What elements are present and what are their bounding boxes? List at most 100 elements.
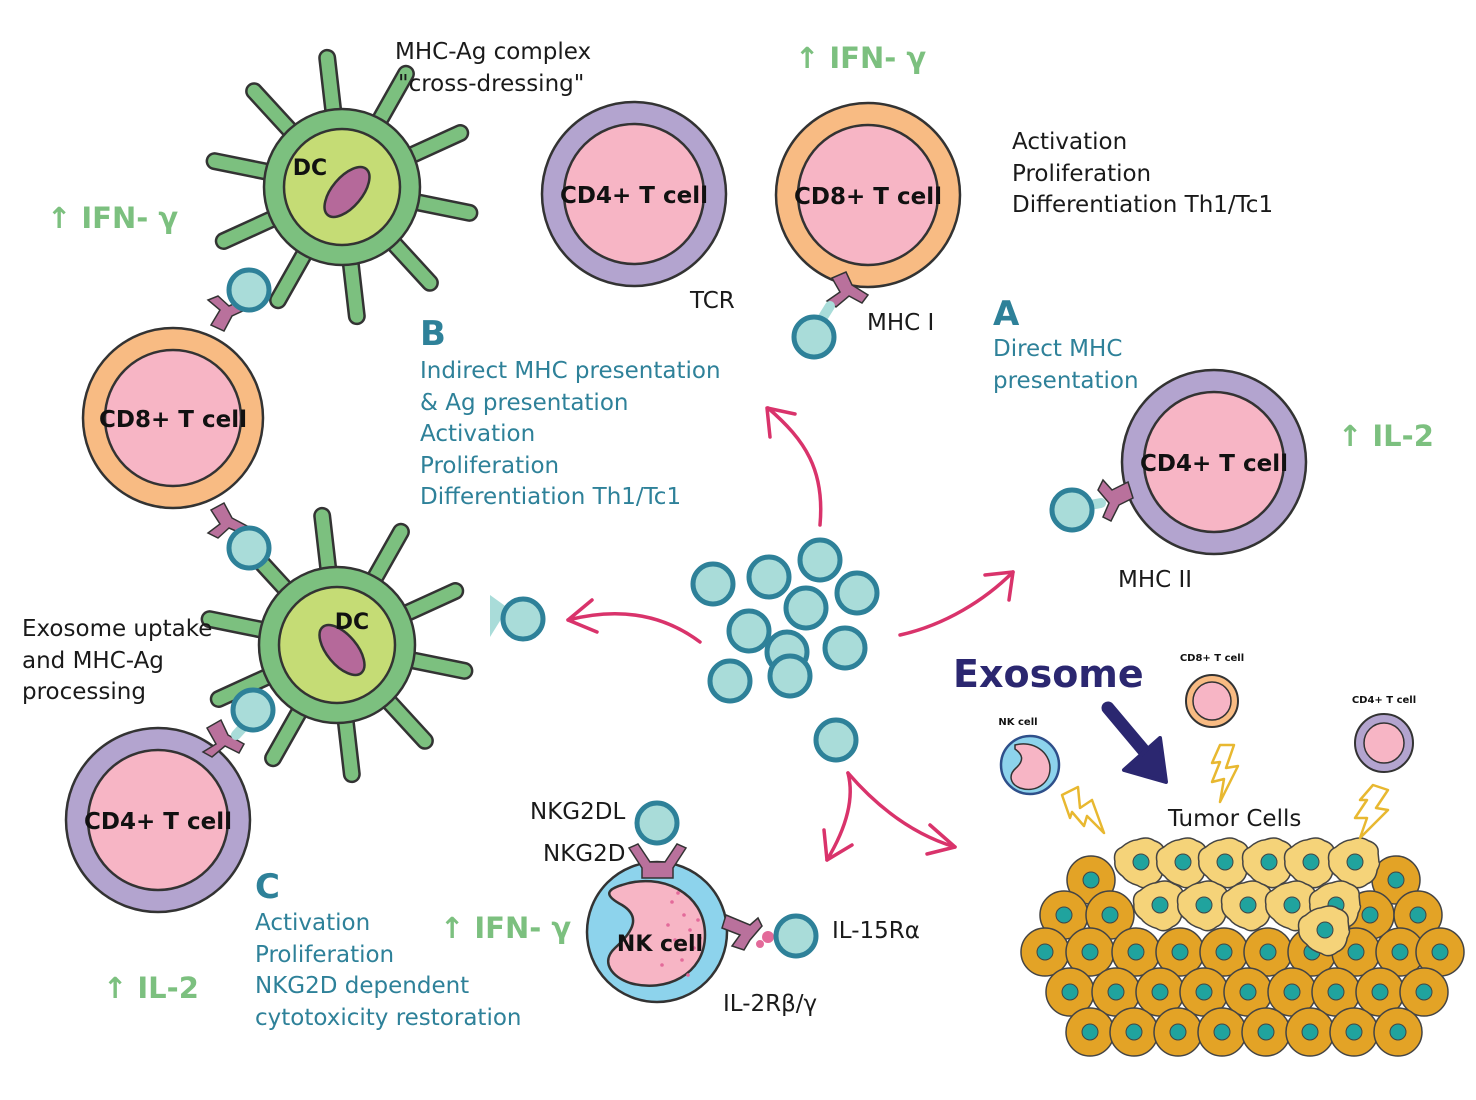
effect-line: Proliferation	[1012, 160, 1152, 187]
exosome	[797, 537, 843, 583]
exosome-title: Exosome	[953, 652, 1144, 696]
section-b-line: Proliferation	[420, 452, 560, 479]
section-c-text: Activation Proliferation NKG2D dependent…	[255, 908, 522, 1034]
section-b-letter: B	[420, 314, 446, 354]
arrowhead-left	[566, 598, 599, 634]
section-b-text: Indirect MHC presentation & Ag presentat…	[420, 356, 721, 514]
cd8-t-cell-small: CD8+ T cell	[1180, 653, 1244, 728]
mhc-i-label: MHC I	[867, 310, 935, 336]
ifn-gamma-nk: ↑ IFN- γ	[440, 911, 572, 945]
arrow-to-t-cells-top	[766, 406, 823, 527]
exosome	[813, 717, 859, 763]
tcr-label: TCR	[690, 288, 735, 314]
lightning-bolt-icon	[1210, 743, 1240, 804]
exosome-pointer-arrow	[1101, 701, 1168, 784]
exosome	[834, 570, 880, 616]
section-b-line: Differentiation Th1/Tc1	[420, 484, 682, 510]
dc-label: DC	[293, 156, 327, 181]
nkg2d-receptor	[627, 843, 688, 879]
mhc-ii-receptor	[1097, 478, 1134, 523]
mhc-i-receptor	[825, 271, 870, 308]
dc-top: DC	[205, 48, 479, 326]
il2rbg-label: IL-2Rβ/γ	[723, 991, 818, 1017]
exosome-uptake-line: processing	[22, 679, 146, 705]
exosome-uptake-line: Exosome uptake	[22, 616, 213, 642]
exosome-nkg2dl	[634, 800, 680, 846]
ifn-gamma-top: ↑ IFN- γ	[795, 41, 927, 75]
arrow-to-tumor	[846, 771, 957, 849]
tumor-cell-cluster	[1020, 837, 1465, 1057]
exosome-uptake-line: and MHC-Ag	[22, 647, 164, 674]
section-b-line: & Ag presentation	[420, 389, 629, 416]
section-c-line: Proliferation	[255, 941, 395, 968]
exosome-cd8-bottom	[226, 525, 272, 571]
section-c-line: Activation	[255, 910, 371, 936]
exosome	[707, 658, 753, 704]
mhc-ag-complex-label: MHC-Ag complex	[395, 39, 592, 65]
lightning-bolts	[1060, 743, 1390, 840]
exosome	[783, 585, 829, 631]
exosome-mhc-ii	[1049, 487, 1095, 533]
section-a-text: Direct MHC presentation	[993, 334, 1139, 397]
cd4-t-cell-right-label: CD4+ T cell	[1140, 451, 1288, 477]
exosome	[690, 561, 736, 607]
section-b-line: Activation	[420, 421, 536, 447]
exosome	[726, 608, 772, 654]
mhc-ii-label: MHC II	[1118, 567, 1193, 593]
nk-cell-small: NK cell	[998, 717, 1061, 796]
section-c-letter: C	[255, 867, 280, 907]
cd8-t-cell-top: CD8+ T cell	[774, 101, 962, 360]
arrow-to-dc-left	[566, 611, 702, 644]
nk-cell-label: NK cell	[617, 932, 703, 957]
nk-cell: NK cell	[585, 800, 819, 1004]
cd4-t-cell-small-label: CD4+ T cell	[1352, 695, 1416, 706]
effect-line: Differentiation Th1/Tc1	[1012, 192, 1274, 218]
nkg2d-label: NKG2D	[543, 841, 626, 867]
exosome-cd4-left	[230, 687, 276, 733]
section-b-line: Indirect MHC presentation	[420, 358, 721, 384]
arrowhead-tumor	[925, 823, 957, 856]
top-right-effects: Activation Proliferation Differentiation…	[1012, 127, 1273, 222]
arrow-to-nk-down	[825, 771, 852, 862]
cd4-t-cell-small: CD4+ T cell	[1352, 695, 1416, 773]
arrowhead-right	[983, 570, 1015, 602]
dc-bottom: DC	[200, 506, 474, 784]
lightning-bolt-icon	[1060, 785, 1106, 835]
section-a-letter: A	[993, 294, 1020, 334]
exosome-uptake-text: Exosome uptake and MHC-Ag processing	[22, 614, 212, 709]
il2-left: ↑ IL-2	[103, 971, 199, 1005]
section-a-line: Direct MHC	[993, 336, 1123, 362]
exosome-free-left	[490, 595, 546, 642]
exosome	[767, 653, 813, 699]
cd4-t-cell-right: CD4+ T cell	[1049, 368, 1308, 556]
il15ra-label: IL-15Rα	[832, 918, 920, 944]
arrowhead-top	[765, 406, 797, 439]
section-a-line: presentation	[993, 367, 1139, 394]
arrows	[566, 406, 1015, 862]
cd4-t-cell-left-bottom-label: CD4+ T cell	[84, 809, 232, 835]
arrowhead-down	[822, 828, 854, 862]
tumor-cells-label: Tumor Cells	[1168, 806, 1302, 832]
ifn-gamma-left: ↑ IFN- γ	[47, 201, 179, 235]
exosome-il15ra	[773, 913, 819, 959]
section-c-line: cytotoxicity restoration	[255, 1004, 522, 1031]
exosome-cluster	[690, 537, 880, 763]
section-c-line: NKG2D dependent	[255, 973, 470, 999]
cd8-t-cell-left-label: CD8+ T cell	[99, 407, 247, 433]
cd4-t-cell-top: CD4+ T cell	[540, 100, 728, 288]
exosome	[822, 625, 868, 671]
cd8-t-cell-left: CD8+ T cell	[81, 267, 272, 571]
exosome	[746, 554, 792, 600]
cd8-t-cell-small-label: CD8+ T cell	[1180, 653, 1244, 664]
effect-line: Activation	[1012, 129, 1128, 155]
exosome-cd8-top	[226, 267, 272, 313]
lightning-bolt-icon	[1353, 783, 1390, 840]
cross-dressing-label: "cross-dressing"	[398, 71, 585, 97]
arrow-to-cd4-right	[898, 570, 1015, 637]
cd8-t-cell-top-label: CD8+ T cell	[794, 184, 942, 210]
nk-cell-small-label: NK cell	[998, 717, 1037, 728]
cd4-t-cell-left-bottom: CD4+ T cell	[64, 687, 276, 914]
il2-right: ↑ IL-2	[1338, 419, 1434, 453]
